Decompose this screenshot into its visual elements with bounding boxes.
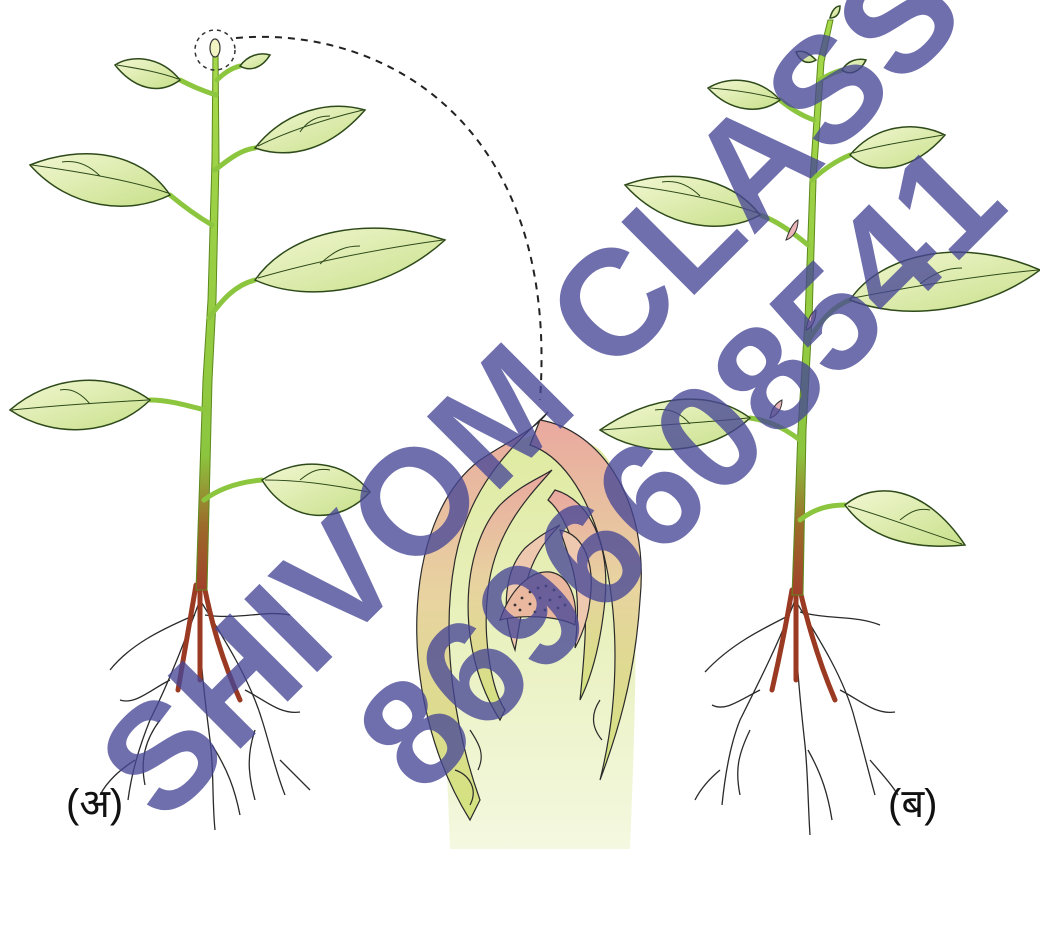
leaf-b8 — [796, 51, 816, 62]
plant-a-main-root — [178, 585, 240, 700]
plant-b — [600, 6, 1040, 835]
plant-a-roots — [100, 600, 310, 830]
leaf-a4 — [30, 154, 170, 206]
plant-growth-diagram — [0, 0, 1040, 849]
plant-a-leaves — [10, 54, 445, 516]
shoot-apex-section — [417, 412, 642, 849]
leaf-b6 — [708, 80, 780, 109]
leaf-b5 — [850, 127, 945, 168]
leaf-a7 — [240, 54, 270, 69]
plant-a-label: (अ) — [66, 784, 123, 824]
plant-b-main-root — [772, 590, 835, 700]
apex-callout-line — [236, 37, 542, 400]
plant-b-label: (ब) — [888, 784, 937, 824]
leaf-a1 — [262, 464, 370, 515]
leaf-a6 — [115, 59, 180, 89]
leaf-b4 — [625, 176, 760, 226]
leaf-b7 — [842, 59, 866, 72]
leaf-b1 — [845, 491, 965, 546]
leaf-b9 — [830, 6, 840, 18]
leaf-a2 — [10, 380, 150, 429]
plant-a-apex-bud — [210, 39, 220, 57]
plant-b-veins — [602, 88, 1038, 544]
leaf-a3 — [255, 228, 445, 292]
